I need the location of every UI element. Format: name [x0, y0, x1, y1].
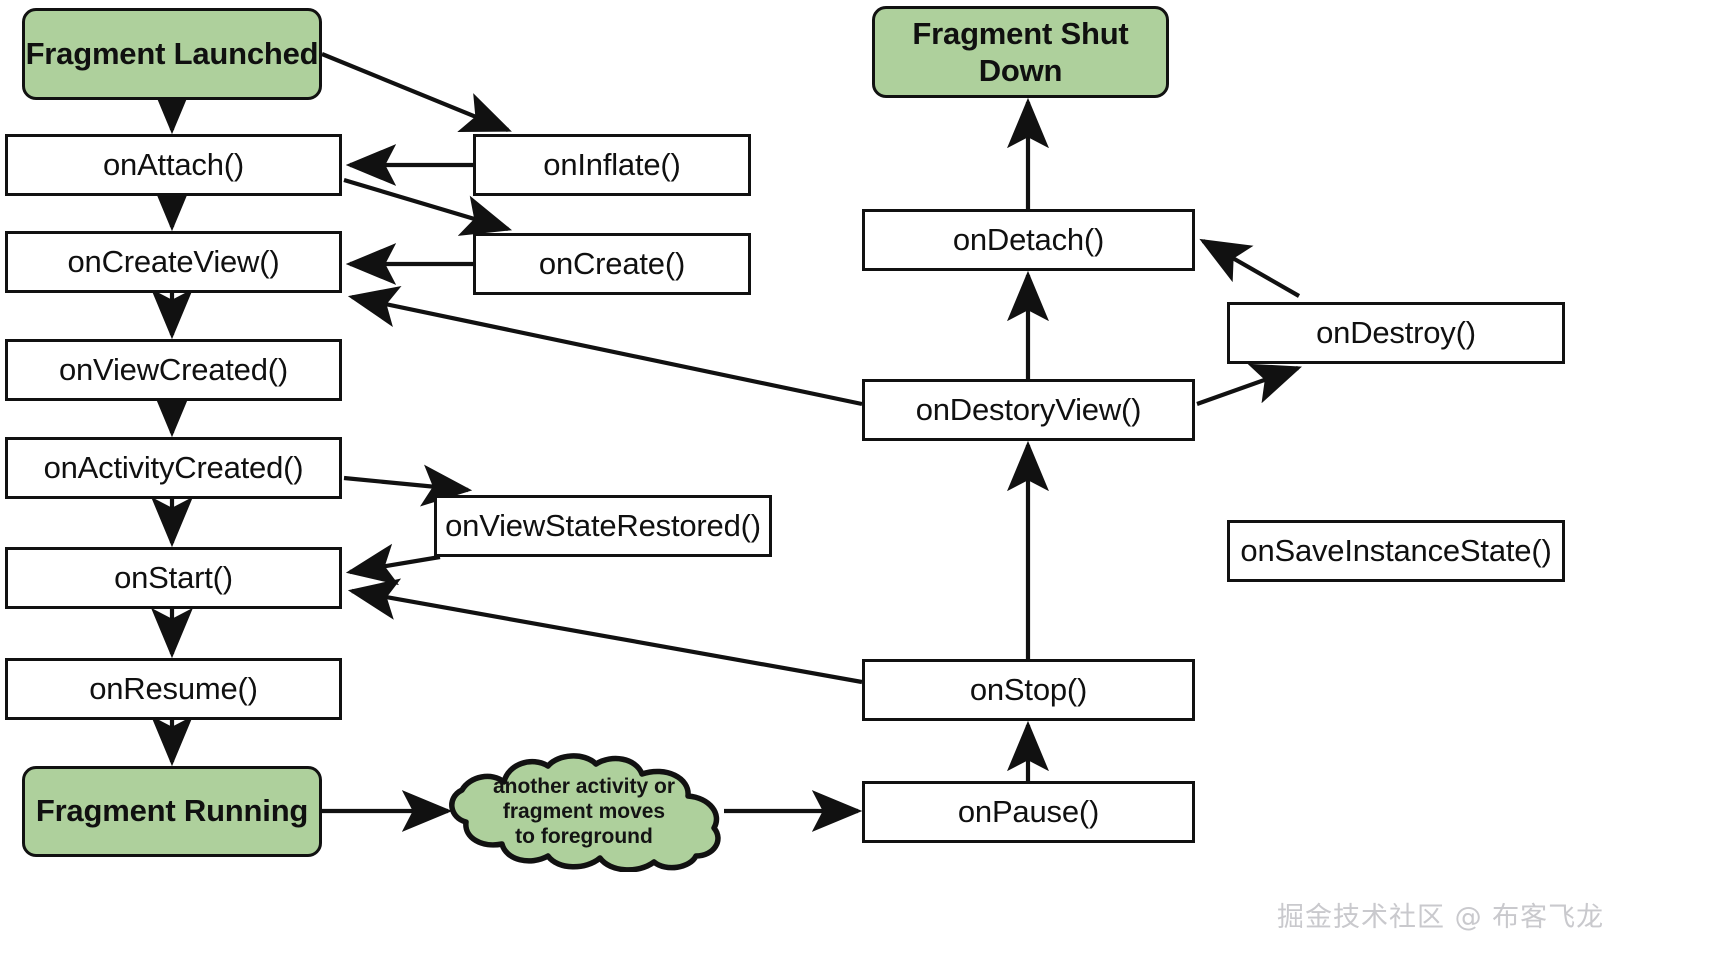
node-on-resume[interactable]: onResume() — [5, 658, 342, 720]
node-fragment-launched[interactable]: Fragment Launched — [22, 8, 322, 100]
watermark: 掘金技术社区 @ 布客飞龙 — [1277, 895, 1604, 934]
node-on-view-created[interactable]: onViewCreated() — [5, 339, 342, 401]
node-on-detach[interactable]: onDetach() — [862, 209, 1195, 271]
edge-destoryview-to-destroy — [1196, 363, 1302, 406]
cloud-label: another activity or fragment moves to fo… — [492, 774, 676, 848]
node-label: onDestroy() — [1316, 314, 1476, 350]
node-on-pause[interactable]: onPause() — [862, 781, 1195, 843]
node-label: Fragment Launched — [25, 35, 319, 71]
node-label: onStop() — [969, 671, 1088, 707]
node-label: onInflate() — [543, 146, 681, 182]
node-on-attach[interactable]: onAttach() — [5, 134, 342, 196]
edge-destoryview-to-createview — [347, 285, 863, 407]
node-on-activity-created[interactable]: onActivityCreated() — [5, 437, 342, 499]
node-on-start[interactable]: onStart() — [5, 547, 342, 609]
node-label: onPause() — [957, 793, 1100, 829]
node-on-view-state-restored[interactable]: onViewStateRestored() — [434, 495, 772, 557]
node-label: onSaveInstanceState() — [1240, 532, 1552, 568]
node-label: onViewCreated() — [58, 351, 289, 387]
node-label: onViewStateRestored() — [445, 507, 761, 543]
edge-restored-to-start — [345, 543, 441, 586]
node-on-destory-view[interactable]: onDestoryView() — [862, 379, 1195, 441]
edge-launched-to-inflate — [321, 52, 512, 132]
edge-stop-to-start — [347, 578, 863, 685]
node-on-destroy[interactable]: onDestroy() — [1227, 302, 1565, 364]
node-label: onActivityCreated() — [43, 449, 304, 485]
node-cloud-transition[interactable]: another activity or fragment moves to fo… — [434, 752, 734, 872]
watermark-text: 掘金技术社区 @ 布客飞龙 — [1277, 902, 1605, 933]
node-on-create[interactable]: onCreate() — [473, 233, 751, 295]
node-fragment-shut-down[interactable]: Fragment Shut Down — [872, 6, 1169, 98]
node-on-create-view[interactable]: onCreateView() — [5, 231, 342, 293]
node-label: onCreateView() — [67, 243, 280, 279]
node-on-save-instance-state[interactable]: onSaveInstanceState() — [1227, 520, 1565, 582]
edge-destroy-to-detach — [1199, 238, 1301, 298]
node-label: onCreate() — [538, 245, 686, 281]
node-label: onResume() — [89, 670, 258, 706]
cloud-shape-icon — [449, 753, 721, 872]
node-label: onStart() — [114, 559, 233, 595]
node-fragment-running[interactable]: Fragment Running — [22, 766, 322, 857]
node-label: onDestoryView() — [915, 391, 1142, 427]
node-on-stop[interactable]: onStop() — [862, 659, 1195, 721]
node-label: Fragment Shut Down — [912, 15, 1129, 88]
node-label: onDetach() — [952, 221, 1105, 257]
edge-activitycreated-to-restored — [343, 464, 473, 507]
node-label: Fragment Running — [35, 793, 309, 829]
node-on-inflate[interactable]: onInflate() — [473, 134, 751, 196]
node-label: onAttach() — [102, 146, 244, 182]
